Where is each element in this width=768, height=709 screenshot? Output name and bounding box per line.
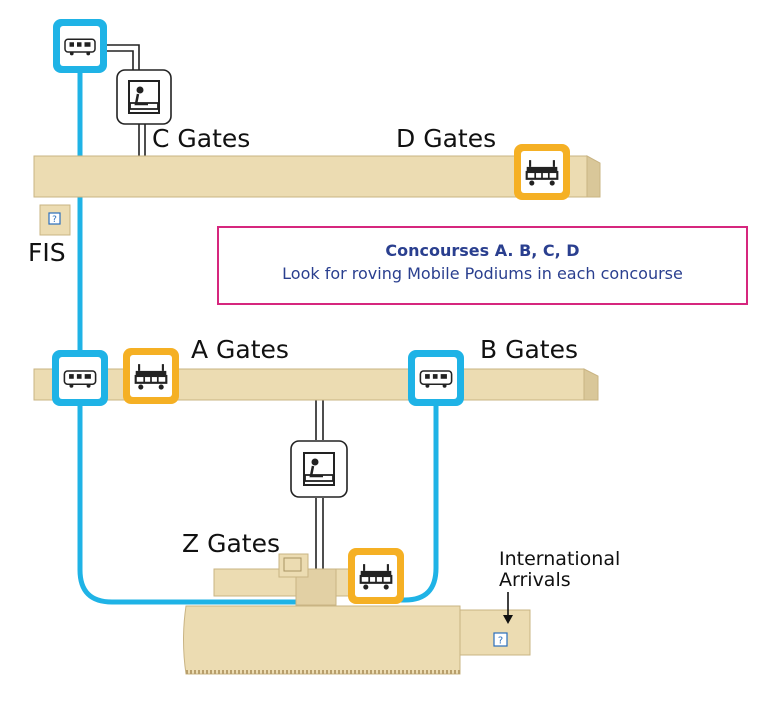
passport-control-icon — [290, 440, 348, 498]
passport-control-icon — [116, 69, 172, 125]
train-icon — [53, 19, 107, 73]
a-gates-label: A Gates — [191, 335, 289, 364]
c-gates-label: C Gates — [152, 124, 251, 153]
main-terminal — [183, 605, 531, 675]
concourse-a-b — [33, 368, 599, 401]
train-line — [77, 69, 439, 605]
train-icon — [52, 350, 108, 406]
info-box-title: Concourses A. B, C, D — [385, 241, 580, 260]
svg-text:?: ? — [52, 215, 57, 225]
d-gates-label: D Gates — [396, 124, 497, 153]
concourse-c-d — [33, 155, 601, 198]
info-box-subtitle: Look for roving Mobile Podiums in each c… — [282, 264, 683, 283]
mobile-podium-icon — [348, 548, 404, 604]
fis-box: ? — [39, 204, 71, 236]
international-label-line1: International — [499, 548, 621, 570]
svg-text:?: ? — [498, 636, 503, 647]
mobile-podium-icon — [514, 144, 570, 200]
information-icon: ? — [493, 632, 508, 647]
international-label-line2: Arrivals — [499, 568, 571, 591]
train-icon — [408, 350, 464, 406]
fis-label: FIS — [28, 238, 66, 267]
concourse-info-box: Concourses A. B, C, D Look for roving Mo… — [217, 226, 748, 305]
international-arrivals-label: International Arrivals — [499, 549, 620, 590]
international-arrow — [503, 592, 513, 624]
mobile-podium-icon — [123, 348, 179, 404]
z-gates-label: Z Gates — [182, 529, 280, 558]
walkway-connector — [107, 44, 324, 570]
b-gates-label: B Gates — [480, 335, 578, 364]
